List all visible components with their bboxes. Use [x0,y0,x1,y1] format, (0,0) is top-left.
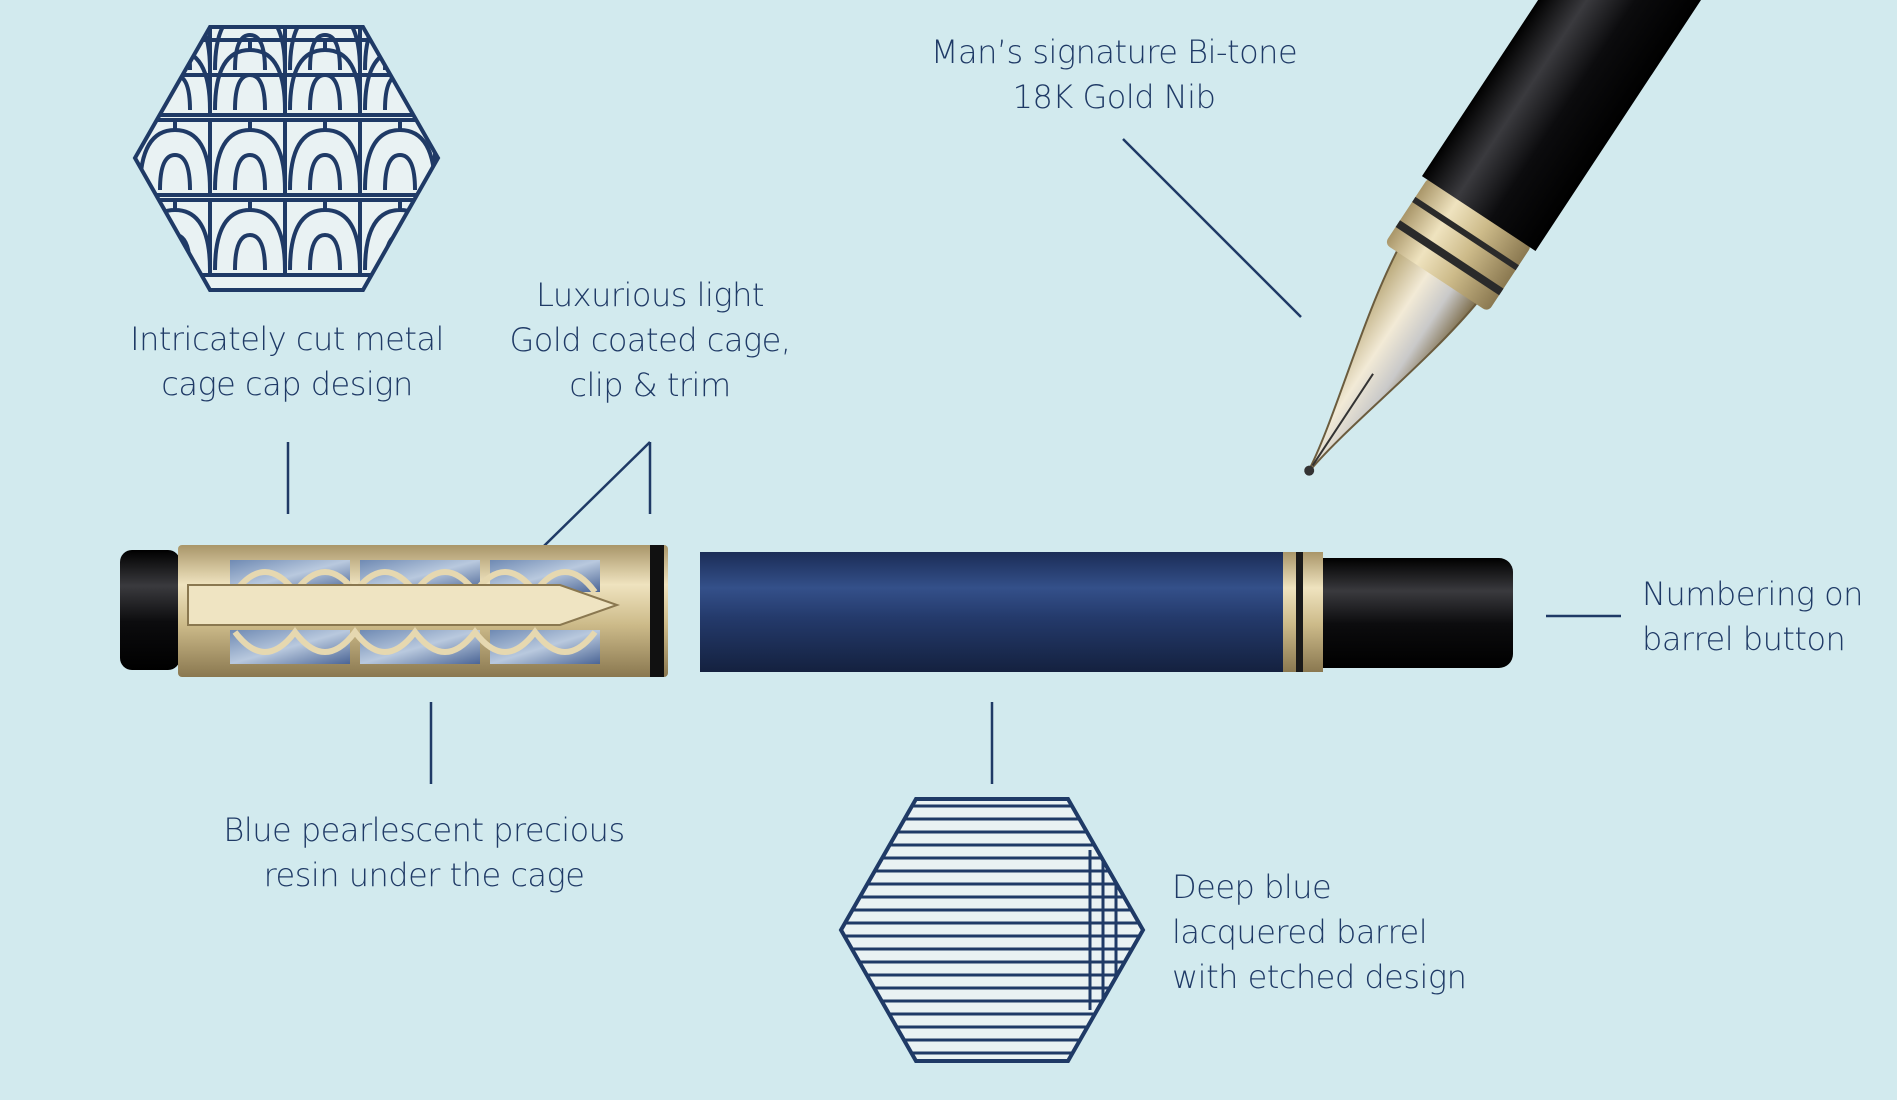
callout-resin: Blue pearlescent precious resin under th… [223,808,625,898]
callout-text: Deep blue [1172,868,1332,906]
lacquered-barrel [700,552,1290,672]
callout-text: Luxurious light [536,276,764,314]
callout-text: Man’s signature Bi-tone [930,33,1298,71]
callout-text: Blue pearlescent precious [223,811,625,849]
callout-text: clip & trim [569,366,731,404]
cage-pattern-hexagon [132,25,441,292]
capped-pen [120,545,1513,677]
callout-text: Gold coated cage, [509,321,791,359]
callout-text: barrel button [1642,620,1846,658]
callout-cap-design: Intricately cut metal cage cap design [130,317,444,407]
callout-nib: Man’s signature Bi-tone 18K Gold Nib [930,30,1298,120]
callout-text: cage cap design [161,365,413,403]
nib-pen [1304,0,1811,476]
pen-clip [187,584,621,626]
callout-barrel: Deep blue lacquered barrel with etched d… [1172,865,1467,1000]
callout-text: resin under the cage [263,856,585,894]
callout-text: 18K Gold Nib [1012,78,1216,116]
callout-numbering: Numbering on barrel button [1642,572,1863,662]
callout-text: with etched design [1172,958,1467,996]
callout-text: Numbering on [1642,575,1863,613]
barrel-pattern-hexagon [838,797,1146,1063]
pen-grip [1421,0,1811,251]
cap-end [120,550,180,670]
callout-text: Intricately cut metal [130,320,444,358]
callout-text: lacquered barrel [1172,913,1428,951]
barrel-end-button [1283,558,1513,668]
callout-gold-trim: Luxurious light Gold coated cage, clip &… [509,273,791,408]
